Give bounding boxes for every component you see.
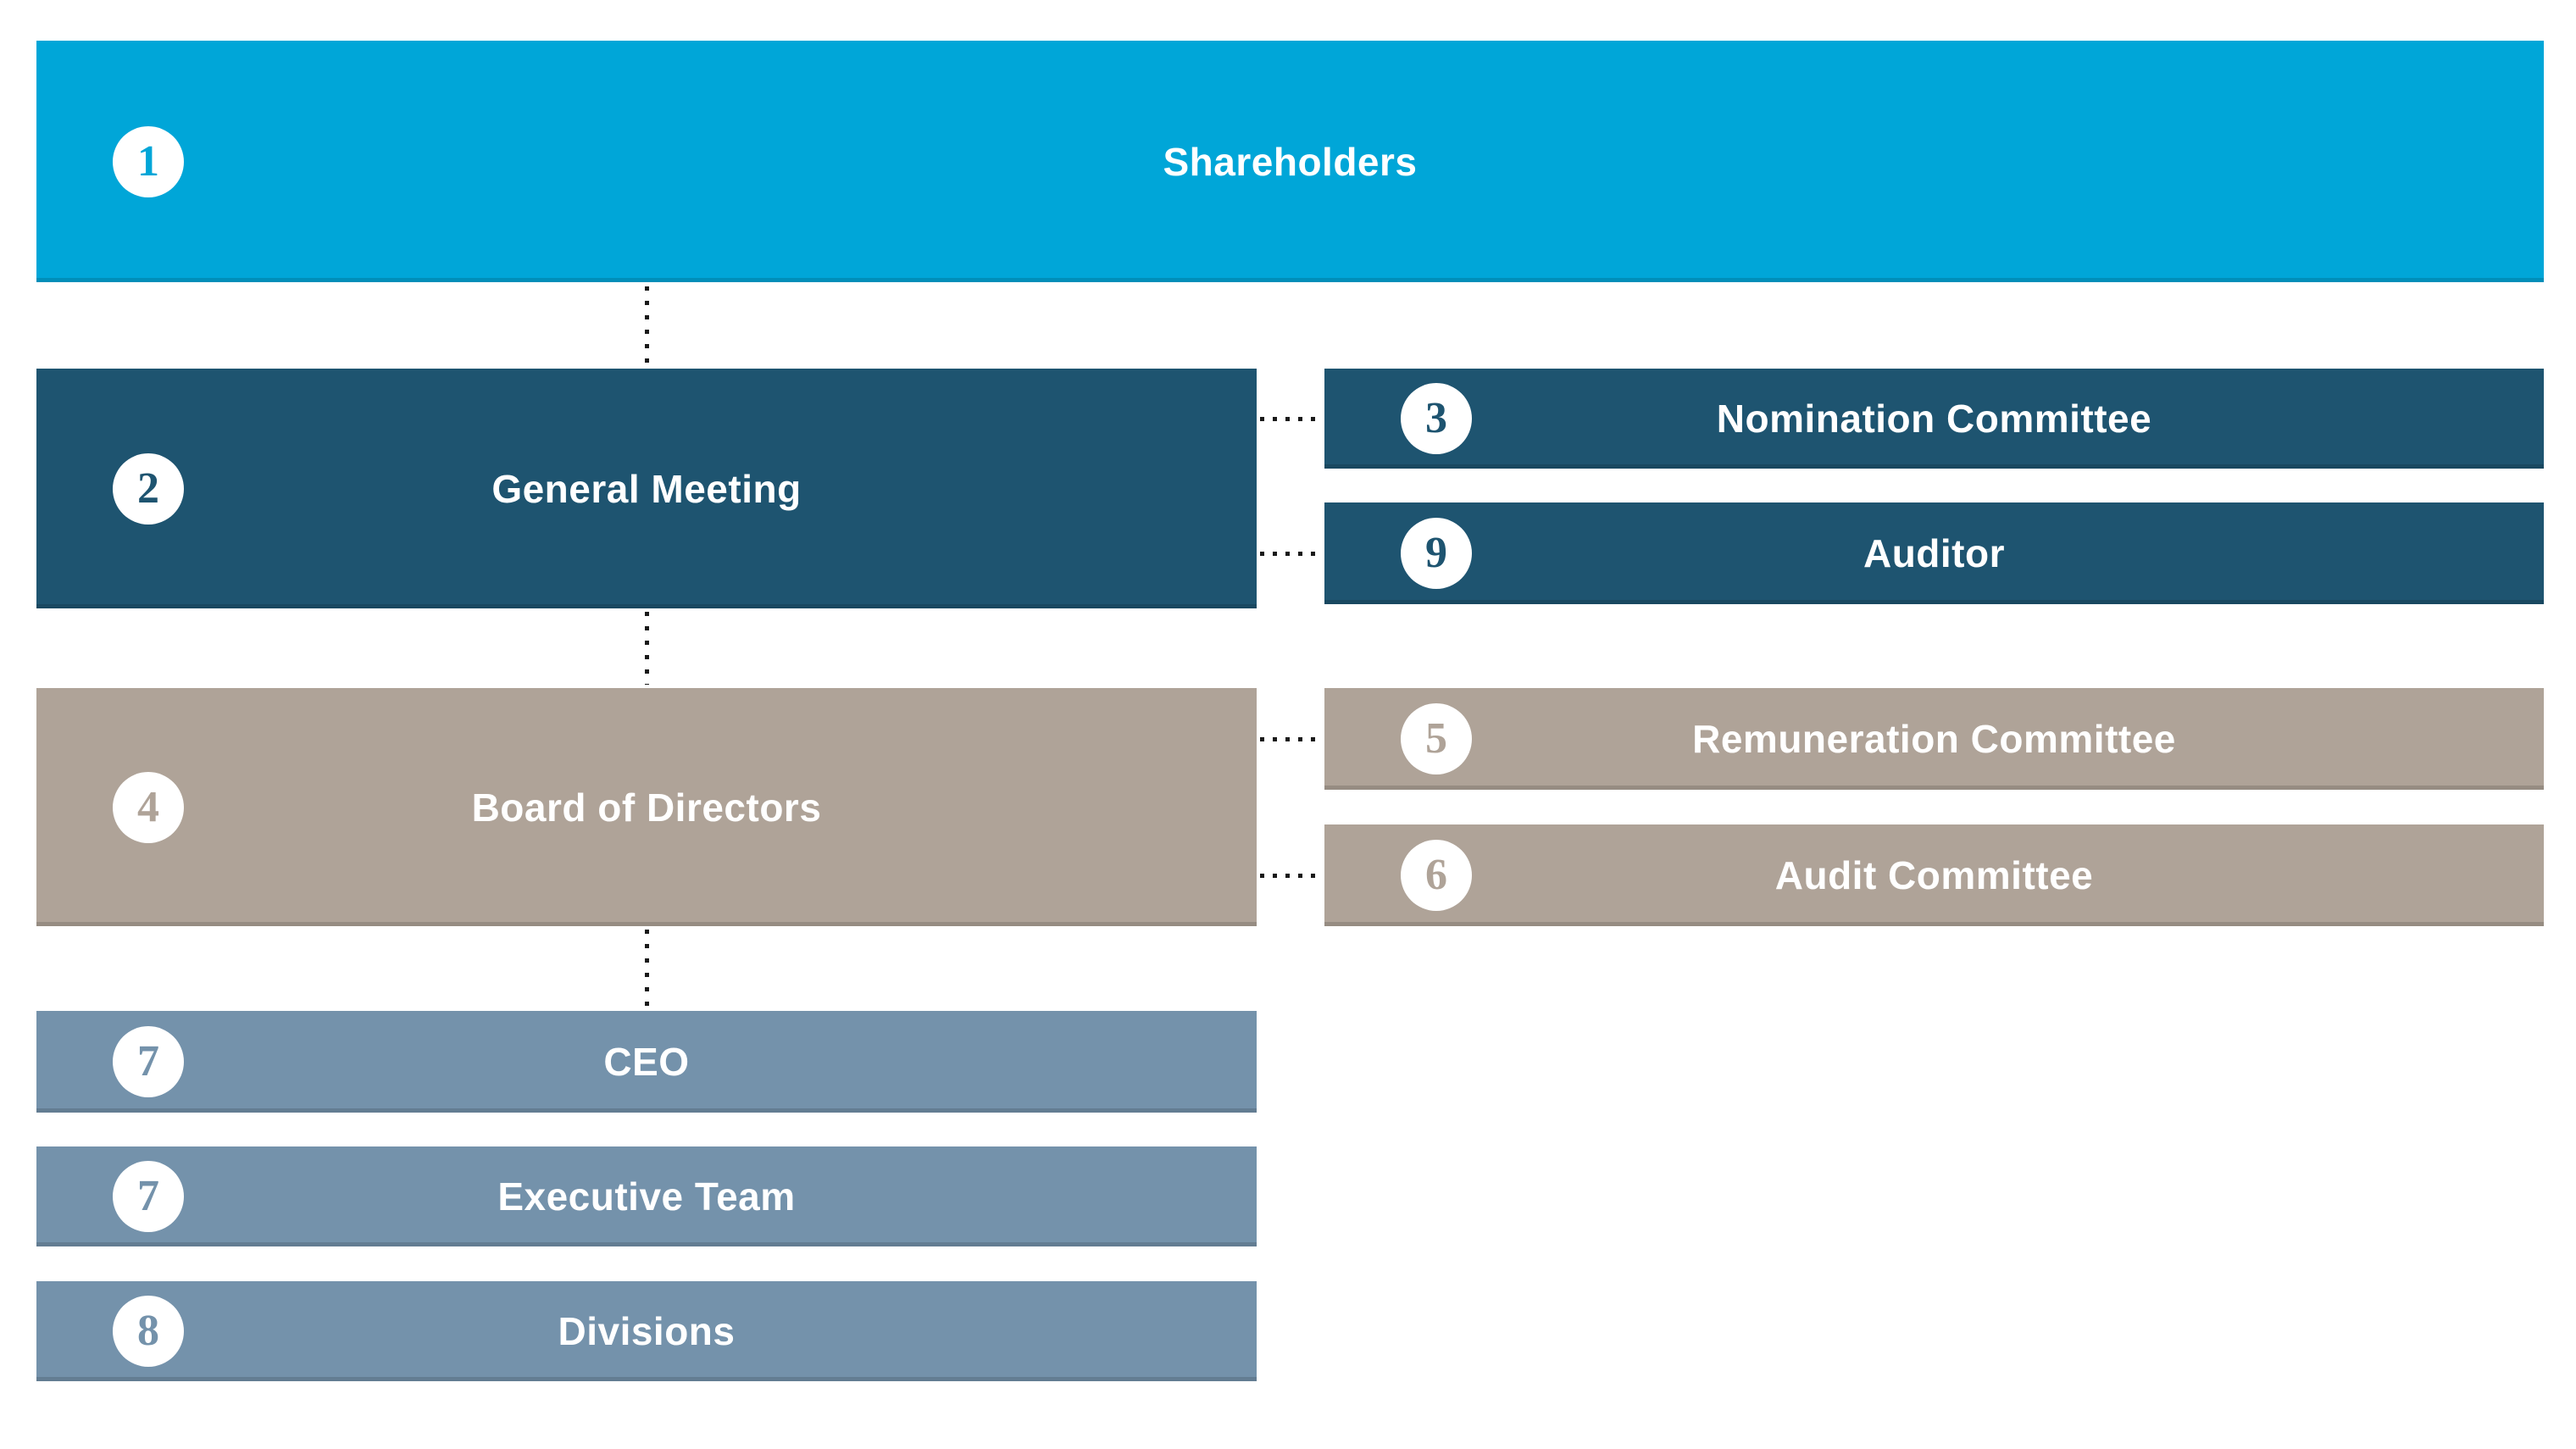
dotted-connector-shareholders-general-meeting: [645, 286, 649, 366]
box-label-executive-team: Executive Team: [497, 1174, 796, 1219]
number-badge-audit-committee: 6: [1401, 840, 1472, 911]
box-general-meeting: 2 General Meeting: [36, 369, 1257, 608]
dotted-connector-board-remuneration-committee: [1260, 737, 1321, 741]
number-badge-board-of-directors: 4: [113, 771, 184, 843]
dotted-connector-general-meeting-nomination-committee: [1260, 417, 1321, 421]
number-badge-ceo: 7: [113, 1026, 184, 1097]
number-badge-shareholders: 1: [113, 125, 184, 197]
box-label-auditor: Auditor: [1863, 531, 2005, 575]
box-label-shareholders: Shareholders: [1163, 139, 1418, 184]
box-executive-team: 7 Executive Team: [36, 1146, 1257, 1246]
box-label-audit-committee: Audit Committee: [1774, 853, 2094, 897]
dotted-connector-board-audit-committee: [1260, 874, 1321, 878]
box-remuneration-committee: 5 Remuneration Committee: [1324, 688, 2544, 790]
box-label-general-meeting: General Meeting: [491, 466, 802, 511]
box-nomination-committee: 3 Nomination Committee: [1324, 369, 2544, 469]
box-label-divisions: Divisions: [558, 1309, 736, 1353]
box-shareholders: 1 Shareholders: [36, 41, 2544, 282]
box-label-remuneration-committee: Remuneration Committee: [1692, 717, 2176, 761]
number-badge-remuneration-committee: 5: [1401, 703, 1472, 774]
box-label-board-of-directors: Board of Directors: [471, 785, 822, 830]
box-ceo: 7 CEO: [36, 1011, 1257, 1113]
box-auditor: 9 Auditor: [1324, 502, 2544, 604]
number-badge-auditor: 9: [1401, 518, 1472, 589]
box-divisions: 8 Divisions: [36, 1281, 1257, 1381]
dotted-connector-board-ceo: [645, 930, 649, 1008]
number-badge-general-meeting: 2: [113, 452, 184, 525]
number-badge-divisions: 8: [113, 1296, 184, 1367]
box-audit-committee: 6 Audit Committee: [1324, 824, 2544, 926]
dotted-connector-general-meeting-auditor: [1260, 552, 1321, 556]
box-label-ceo: CEO: [603, 1040, 690, 1084]
box-board-of-directors: 4 Board of Directors: [36, 688, 1257, 926]
dotted-connector-general-meeting-board: [645, 612, 649, 685]
box-label-nomination-committee: Nomination Committee: [1716, 397, 2152, 441]
number-badge-executive-team: 7: [113, 1161, 184, 1232]
number-badge-nomination-committee: 3: [1401, 383, 1472, 454]
